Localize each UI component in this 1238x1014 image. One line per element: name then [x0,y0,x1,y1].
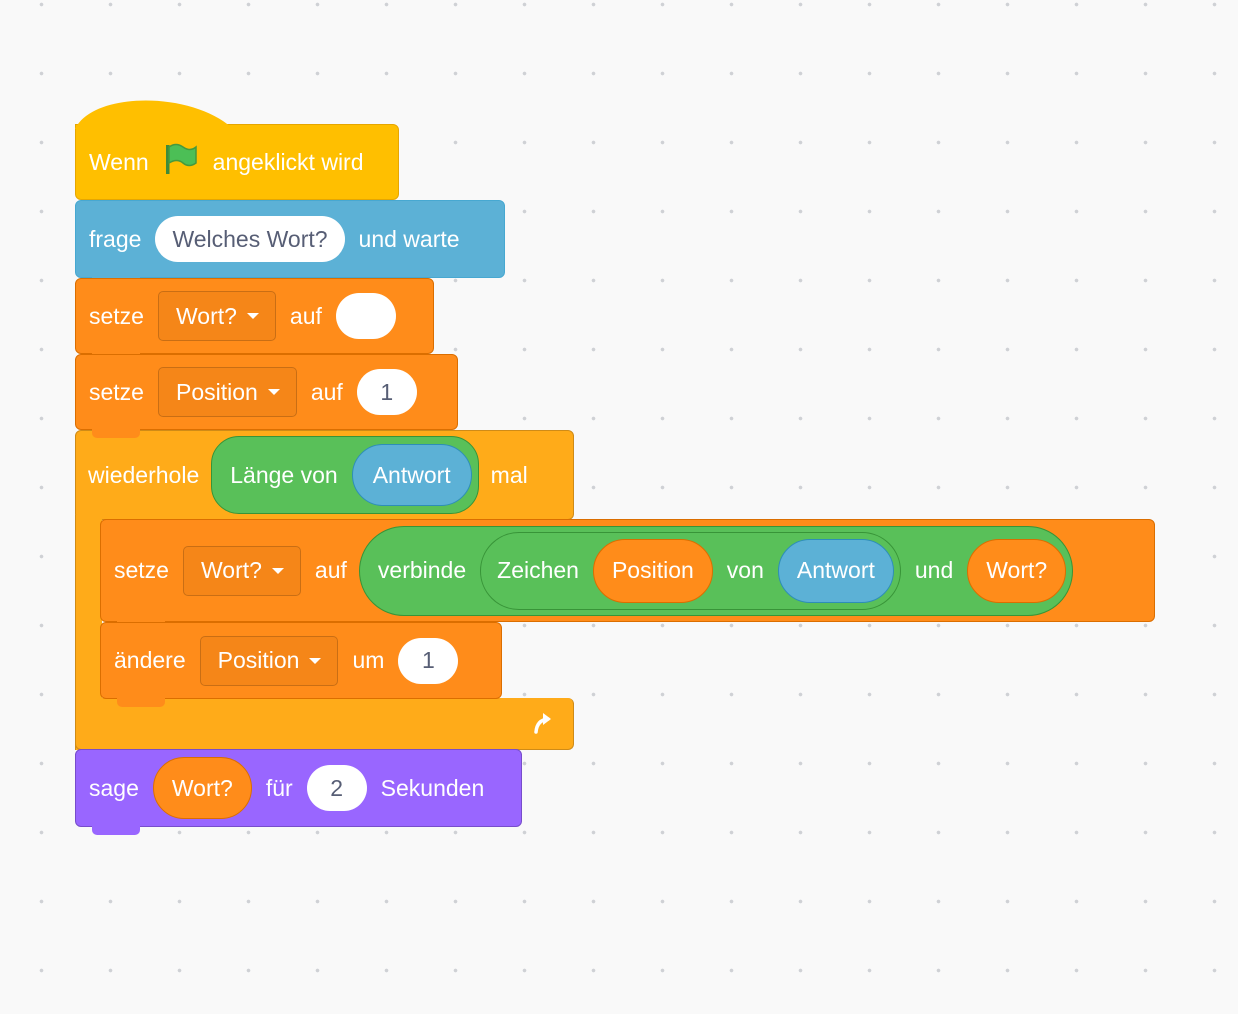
of-label: von [726,557,764,583]
position-reporter[interactable]: Position [592,538,713,603]
seconds-label: Sekunden [380,774,485,801]
variable-name: Wort? [175,302,237,329]
ask-label: frage [89,225,142,252]
value-input[interactable]: 1 [398,637,459,684]
set-word-join-block[interactable]: setze Wort? auf verbinde Zeichen Positio… [100,519,1155,630]
repeat-top-arm: wiederhole Länge von Antwort mal [75,430,574,520]
variable-dropdown[interactable]: Position [157,367,297,417]
answer-label: Antwort [796,557,875,583]
word-label: Wort? [171,774,233,801]
to-label: auf [314,557,347,583]
and-wait-label: und warte [358,225,460,252]
value-input[interactable] [335,293,396,339]
repeat-block[interactable]: wiederhole Länge von Antwort mal [75,430,574,750]
question-input[interactable]: Welches Wort? [155,216,345,262]
dropdown-caret-icon [267,389,280,395]
repeat-label: wiederhole [88,461,200,488]
answer-reporter[interactable]: Antwort [777,538,894,603]
for-label: für [265,774,293,801]
dropdown-caret-icon [246,313,259,319]
variable-dropdown[interactable]: Wort? [182,545,301,596]
word-reporter[interactable]: Wort? [967,538,1067,603]
set-label: setze [89,378,144,405]
block-notch [117,697,165,707]
when-label: Wenn [89,148,149,175]
dropdown-caret-icon [271,567,284,574]
answer-label: Antwort [372,461,451,488]
seconds-input[interactable]: 2 [306,765,367,811]
hat-dome [75,100,233,129]
loop-arrow-icon [529,708,559,743]
answer-reporter[interactable]: Antwort [351,444,472,506]
variable-dropdown[interactable]: Wort? [157,291,276,341]
set-label: setze [89,302,144,329]
ask-and-wait-block[interactable]: frage Welches Wort? und warte [75,200,505,286]
letter-label: Zeichen [497,557,579,583]
word-label: Wort? [986,557,1048,583]
length-label: Länge von [230,461,338,488]
letter-of-reporter[interactable]: Zeichen Position von Antwort [480,531,901,610]
say-label: sage [89,774,139,801]
position-label: Position [611,557,694,583]
and-label: und [914,557,954,583]
to-label: auf [310,378,343,405]
block-notch [92,428,140,438]
green-flag-icon [163,142,199,182]
variable-name: Position [217,647,300,673]
by-label: um [352,647,385,673]
block-notch [92,825,140,835]
clicked-label: angeklickt wird [212,148,364,175]
word-reporter[interactable]: Wort? [152,757,252,819]
when-flag-clicked-block[interactable]: Wenn angeklickt wird [75,100,399,200]
length-of-reporter[interactable]: Länge von Antwort [211,436,479,514]
join-label: verbinde [377,557,467,583]
set-label: setze [114,557,169,583]
variable-name: Wort? [200,557,262,583]
dropdown-caret-icon [309,657,322,664]
repeat-suffix: mal [490,461,528,488]
variable-name: Position [175,378,258,405]
variable-dropdown[interactable]: Position [199,635,339,686]
join-reporter[interactable]: verbinde Zeichen Position von Antwort un… [358,525,1074,616]
change-label: ändere [114,647,186,673]
say-for-seconds-block[interactable]: sage Wort? für 2 Sekunden [75,749,522,835]
change-position-block[interactable]: ändere Position um 1 [100,622,502,707]
to-label: auf [289,302,322,329]
set-word-block[interactable]: setze Wort? auf [75,278,434,362]
value-input[interactable]: 1 [356,369,417,415]
set-position-block[interactable]: setze Position auf 1 [75,354,458,438]
